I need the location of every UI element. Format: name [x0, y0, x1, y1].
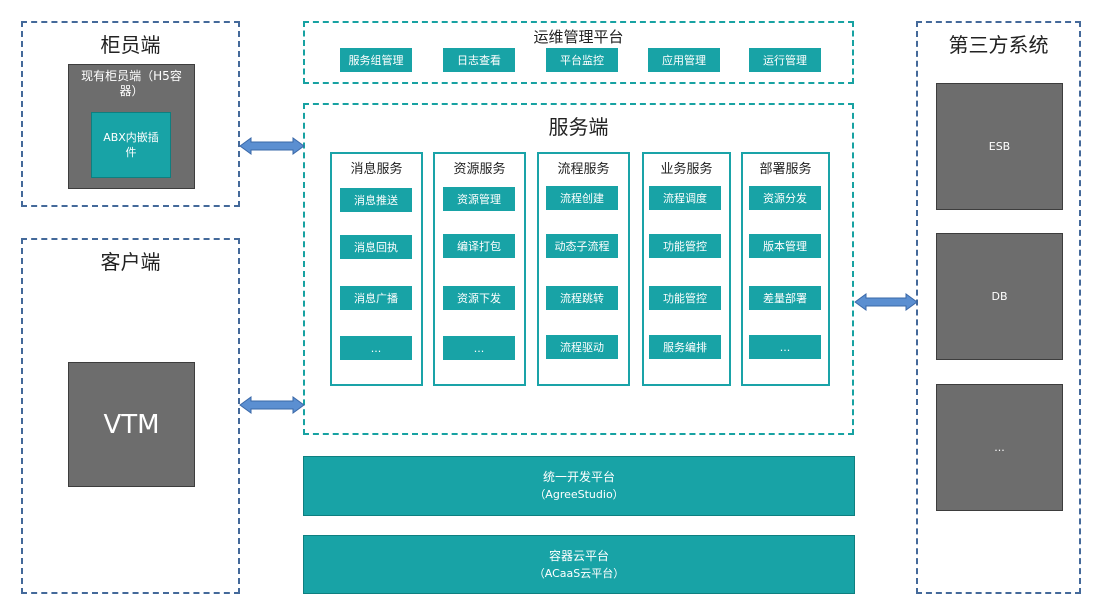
service-item: 动态子流程	[546, 234, 618, 258]
third-party-title: 第三方系统	[948, 33, 1049, 57]
ops-item-service-group: 服务组管理	[340, 48, 412, 72]
ops-platform-group: 运维管理平台	[303, 21, 854, 84]
vtm-label: VTM	[103, 409, 160, 440]
service-column-title: 消息服务	[350, 162, 403, 177]
service-side-title: 服务端	[548, 115, 609, 139]
service-item: 资源下发	[443, 286, 515, 310]
ops-item-platform-monitor: 平台监控	[546, 48, 618, 72]
service-item: 差量部署	[749, 286, 821, 310]
ops-item-app-management: 应用管理	[648, 48, 720, 72]
service-column-title: 部署服务	[759, 162, 812, 177]
double-arrow-service-thirdparty	[854, 293, 918, 311]
service-column-title: 资源服务	[453, 162, 506, 177]
db-label: DB	[991, 290, 1008, 303]
more-label: ...	[994, 441, 1005, 454]
counter-terminal-group: 柜员端	[21, 21, 240, 207]
third-party-esb: ESB	[936, 83, 1063, 210]
service-item: 消息推送	[340, 188, 412, 212]
container-platform-line1: 容器云平台	[548, 548, 609, 563]
service-column-title: 流程服务	[557, 162, 610, 177]
service-item: 流程创建	[546, 186, 618, 210]
service-item: 功能管控	[649, 286, 721, 310]
service-item: 消息回执	[340, 235, 412, 259]
service-item: 服务编排	[649, 335, 721, 359]
service-item: 功能管控	[649, 234, 721, 258]
abx-plugin-label: ABX内嵌插件	[103, 131, 159, 159]
ops-item-log-view: 日志查看	[443, 48, 515, 72]
service-item: ...	[749, 335, 821, 359]
third-party-db: DB	[936, 233, 1063, 360]
unified-dev-platform: 统一开发平台 （AgreeStudio）	[303, 456, 855, 516]
service-item: ...	[443, 336, 515, 360]
service-side-group: 服务端	[303, 103, 854, 435]
dev-platform-line2: （AgreeStudio）	[534, 488, 624, 501]
container-platform-line2: （ACaaS云平台）	[533, 566, 625, 580]
ops-item-runtime-management: 运行管理	[749, 48, 821, 72]
esb-label: ESB	[988, 140, 1011, 153]
client-terminal-group: 客户端	[21, 238, 240, 594]
service-item: 流程调度	[649, 186, 721, 210]
service-item: 资源分发	[749, 186, 821, 210]
service-item: 资源管理	[443, 187, 515, 211]
third-party-more: ...	[936, 384, 1063, 511]
service-column-title: 业务服务	[660, 162, 713, 177]
dev-platform-line1: 统一开发平台	[542, 470, 615, 484]
service-item: 版本管理	[749, 234, 821, 258]
service-item: 消息广播	[340, 286, 412, 310]
abx-embedded-plugin: ABX内嵌插件	[91, 112, 171, 178]
service-item: 编译打包	[443, 234, 515, 258]
existing-counter-label: 现有柜员端（H5容器）	[81, 69, 182, 98]
vtm-box: VTM	[68, 362, 195, 487]
ops-platform-title: 运维管理平台	[533, 28, 624, 46]
service-item: ...	[340, 336, 412, 360]
double-arrow-counter-service	[239, 137, 305, 155]
double-arrow-client-service	[239, 396, 305, 414]
service-item: 流程跳转	[546, 286, 618, 310]
counter-terminal-title: 柜员端	[100, 33, 161, 57]
container-cloud-platform: 容器云平台 （ACaaS云平台）	[303, 535, 855, 594]
client-terminal-title: 客户端	[100, 250, 161, 274]
service-item: 流程驱动	[546, 335, 618, 359]
